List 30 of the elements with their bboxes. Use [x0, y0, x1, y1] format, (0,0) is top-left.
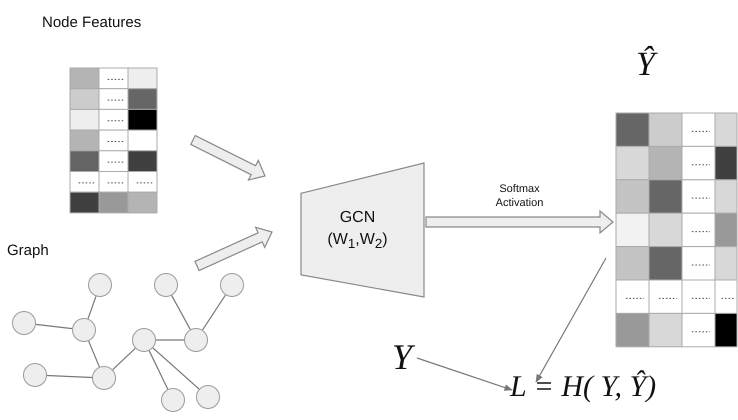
panel-title: Node Features — [42, 14, 142, 31]
panel-title: Graph — [7, 242, 49, 259]
graph-vertex — [220, 273, 244, 297]
graph-vertex — [92, 366, 116, 390]
graph-edge — [202, 294, 226, 330]
block-arrow — [190, 134, 266, 181]
graph-edge — [88, 340, 100, 368]
arrow — [535, 258, 607, 383]
block-arrow — [425, 210, 614, 234]
graph-edge — [152, 348, 200, 390]
graph-vertex — [154, 273, 178, 297]
graph-vertex — [72, 318, 96, 342]
arrow — [416, 357, 513, 391]
graph-edge — [148, 350, 168, 390]
graph-edge — [36, 324, 72, 330]
block-label: GCN (W$_{1}$,W$_{2}$) — [326, 208, 389, 254]
block-arrow — [194, 226, 273, 272]
graph-edge — [156, 339, 184, 341]
graph-edge — [171, 295, 191, 330]
graph-vertex — [196, 385, 220, 409]
loss-formula: L = H( Y, Ŷ) — [510, 370, 656, 404]
graph-vertex — [132, 328, 156, 352]
graph-vertex — [161, 388, 185, 412]
graph-vertex — [88, 273, 112, 297]
graph-vertex — [184, 328, 208, 352]
graph-edge — [46, 374, 92, 378]
graph-edge — [87, 296, 97, 319]
graph-vertex — [23, 363, 47, 387]
graph-vertex — [12, 311, 36, 335]
graph-edge — [112, 348, 136, 370]
